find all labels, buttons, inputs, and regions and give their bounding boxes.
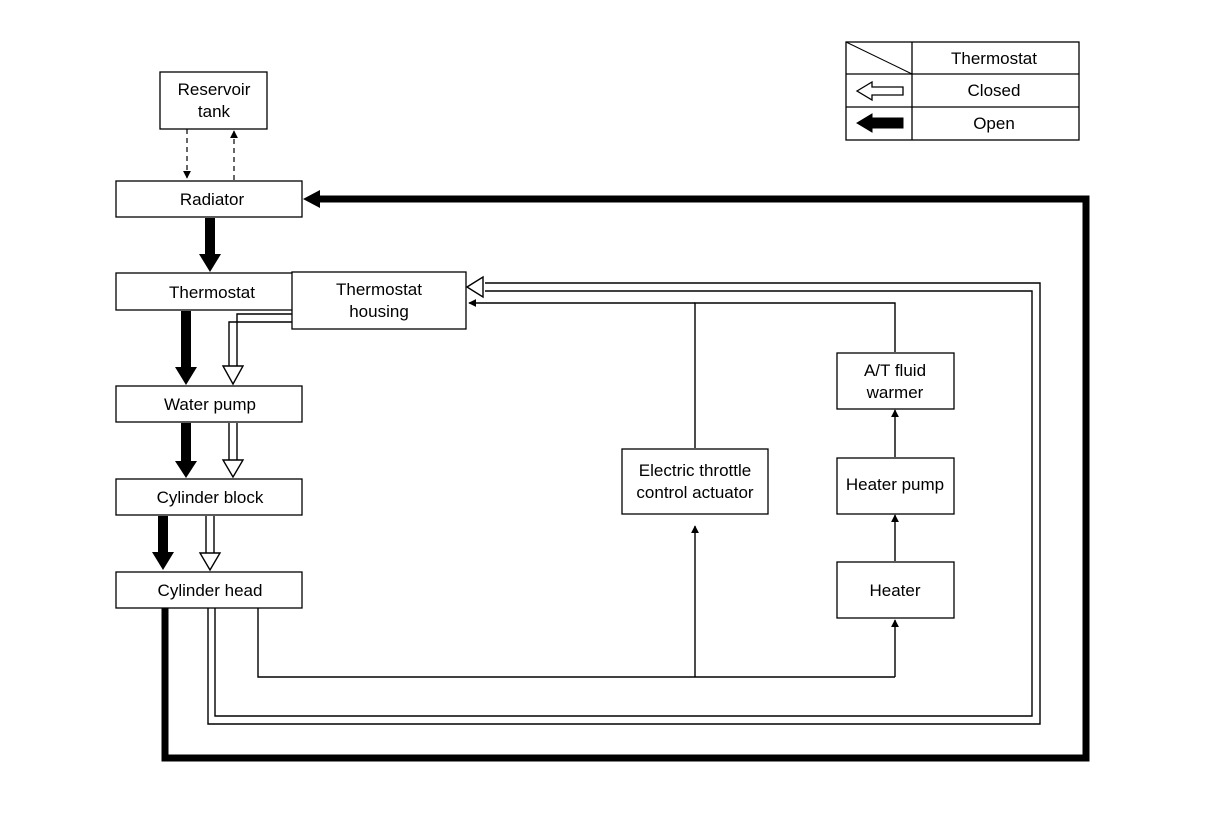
aux-thin-lines	[257, 299, 899, 678]
hollow-arrow-icon	[855, 80, 904, 102]
svg-text:Cylinder head: Cylinder head	[158, 581, 263, 600]
svg-text:Thermostat: Thermostat	[336, 280, 422, 299]
main-flow-arrows	[152, 218, 292, 572]
legend-header: Thermostat	[951, 49, 1037, 68]
solid-arrow-icon	[856, 113, 904, 133]
legend-open-label: Open	[973, 114, 1015, 133]
thick-return-loop	[161, 190, 1090, 762]
heater-pump-box: Heater pump	[836, 457, 955, 515]
bypass-arrowhead-icon	[465, 275, 484, 299]
water-pump-box: Water pump	[115, 385, 303, 423]
svg-text:Electric throttle: Electric throttle	[639, 461, 751, 480]
electric-throttle-box: Electric throttle control actuator	[621, 448, 769, 515]
svg-text:Water pump: Water pump	[164, 395, 256, 414]
svg-text:Reservoir: Reservoir	[178, 80, 251, 99]
svg-text:warmer: warmer	[866, 383, 924, 402]
bypass-double-loop	[207, 275, 1041, 725]
svg-text:A/T fluid: A/T fluid	[864, 361, 926, 380]
svg-text:tank: tank	[198, 102, 231, 121]
svg-text:Cylinder block: Cylinder block	[157, 488, 264, 507]
cylinder-head-box: Cylinder head	[115, 571, 303, 609]
heater-box: Heater	[836, 561, 955, 619]
legend-diagonal	[845, 41, 913, 75]
radiator-box: Radiator	[115, 180, 303, 218]
cylinder-block-box: Cylinder block	[115, 478, 303, 516]
svg-text:Heater: Heater	[869, 581, 920, 600]
thermostat-housing-box: Thermostat housing	[291, 271, 467, 330]
svg-text:housing: housing	[349, 302, 409, 321]
thermostat-box: Thermostat	[115, 272, 303, 311]
svg-text:control actuator: control actuator	[636, 483, 754, 502]
legend: Thermostat Closed Open	[845, 41, 1080, 141]
legend-closed-label: Closed	[968, 81, 1021, 100]
reservoir-tank-box: Reservoir tank	[159, 71, 268, 130]
at-fluid-warmer-box: A/T fluid warmer	[836, 352, 955, 410]
svg-text:Thermostat: Thermostat	[169, 283, 255, 302]
reservoir-dashed-lines	[183, 129, 238, 180]
svg-text:Heater pump: Heater pump	[846, 475, 944, 494]
svg-text:Radiator: Radiator	[180, 190, 245, 209]
